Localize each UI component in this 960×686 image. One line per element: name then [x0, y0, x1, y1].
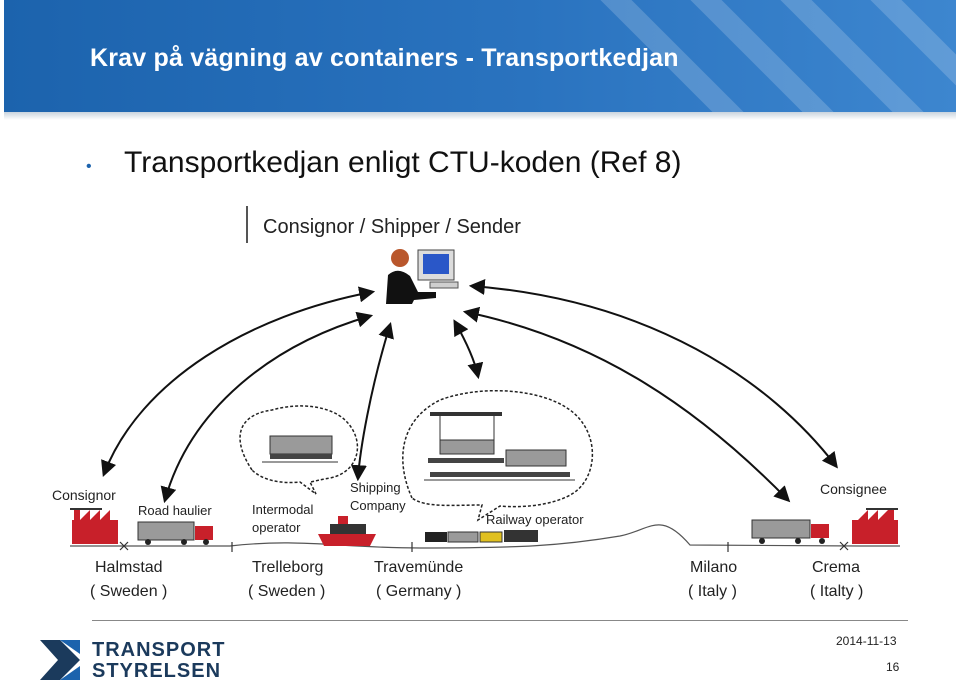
- ground-line: [70, 524, 900, 549]
- road-truck-icon: [137, 521, 213, 545]
- transportstyrelsen-logo-icon: [40, 640, 80, 680]
- arc-shipping-company: [350, 321, 394, 482]
- place-country-0: ( Sweden ): [90, 583, 167, 600]
- bullet-text: Transportkedjan enligt CTU-koden (Ref 8): [124, 146, 682, 179]
- place-city-3: Milano: [690, 559, 737, 576]
- intermodal-bubble: [239, 405, 359, 495]
- place-country-3: ( Italy ): [688, 583, 737, 600]
- footer-divider: [92, 620, 908, 621]
- consignor-factory-icon: [70, 508, 118, 544]
- shipper-person-icon: [386, 249, 459, 304]
- road-truck-right-icon: [751, 519, 829, 544]
- label-road-haulier: Road haulier: [138, 503, 212, 518]
- logo-line-1: TRANSPORT: [92, 639, 226, 661]
- arc-milano: [462, 306, 791, 503]
- place-country-4: ( Italty ): [810, 583, 863, 600]
- bullet-dot: •: [86, 158, 92, 175]
- arc-consignee: [468, 279, 838, 469]
- label-intermodal-1: Intermodal: [252, 502, 314, 517]
- label-railway-operator: Railway operator: [486, 512, 584, 527]
- arc-railway: [453, 319, 484, 380]
- label-shipping-1: Shipping: [350, 480, 401, 495]
- transport-chain-diagram: Consignor / Shipper / Sender: [52, 206, 900, 600]
- railway-bubble: [402, 389, 594, 522]
- header-shadow: [4, 112, 956, 120]
- place-country-2: ( Germany ): [376, 583, 461, 600]
- logo-line-2: STYRELSEN: [92, 660, 222, 682]
- consignee-factory-icon: [852, 508, 898, 544]
- top-label: Consignor / Shipper / Sender: [263, 216, 521, 238]
- label-shipping-2: Company: [350, 498, 406, 513]
- footer-date: 2014-11-13: [836, 634, 897, 648]
- train-icon: [425, 530, 538, 543]
- place-city-4: Crema: [812, 559, 860, 576]
- header-decoration: [600, 0, 956, 112]
- page-number: 16: [886, 660, 900, 674]
- label-intermodal-2: operator: [252, 520, 301, 535]
- header-banner: Krav på vägning av containers - Transpor…: [4, 0, 956, 112]
- location-ticks: [119, 541, 849, 552]
- place-city-2: Travemünde: [374, 559, 463, 576]
- label-consignee: Consignee: [820, 481, 887, 497]
- ship-icon: [318, 516, 376, 546]
- place-country-1: ( Sweden ): [248, 583, 325, 600]
- logo-text: TRANSPORT STYRELSEN: [92, 640, 225, 682]
- place-city-1: Trelleborg: [252, 559, 323, 576]
- place-city-0: Halmstad: [95, 559, 163, 576]
- arc-road-haulier: [160, 311, 374, 504]
- label-consignor: Consignor: [52, 487, 116, 503]
- page-title: Krav på vägning av containers - Transpor…: [90, 44, 679, 72]
